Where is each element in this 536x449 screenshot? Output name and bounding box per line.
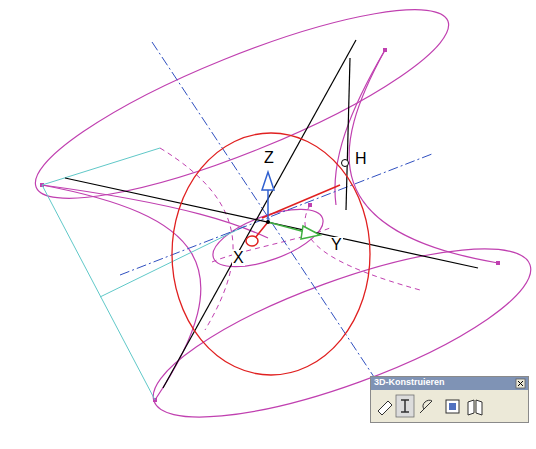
hyperboloid-outline [18,0,536,449]
axis-label: Z [263,150,275,166]
axis-triad [246,172,320,246]
axis-label: Y [330,237,343,253]
toolbar-panel [371,377,529,423]
generator-line [65,40,478,388]
axis-label: X [232,250,245,266]
point-marker [40,48,500,402]
center-line [120,42,432,383]
point-h [342,160,349,167]
axis-label: H [354,151,368,167]
hidden-contour [160,148,420,330]
red-circle [172,133,370,375]
toolbar-title: 3D-Konstruieren [371,377,511,390]
toolbar-title-text: 3D-Konstruieren [371,377,511,387]
construction-line [42,148,245,400]
